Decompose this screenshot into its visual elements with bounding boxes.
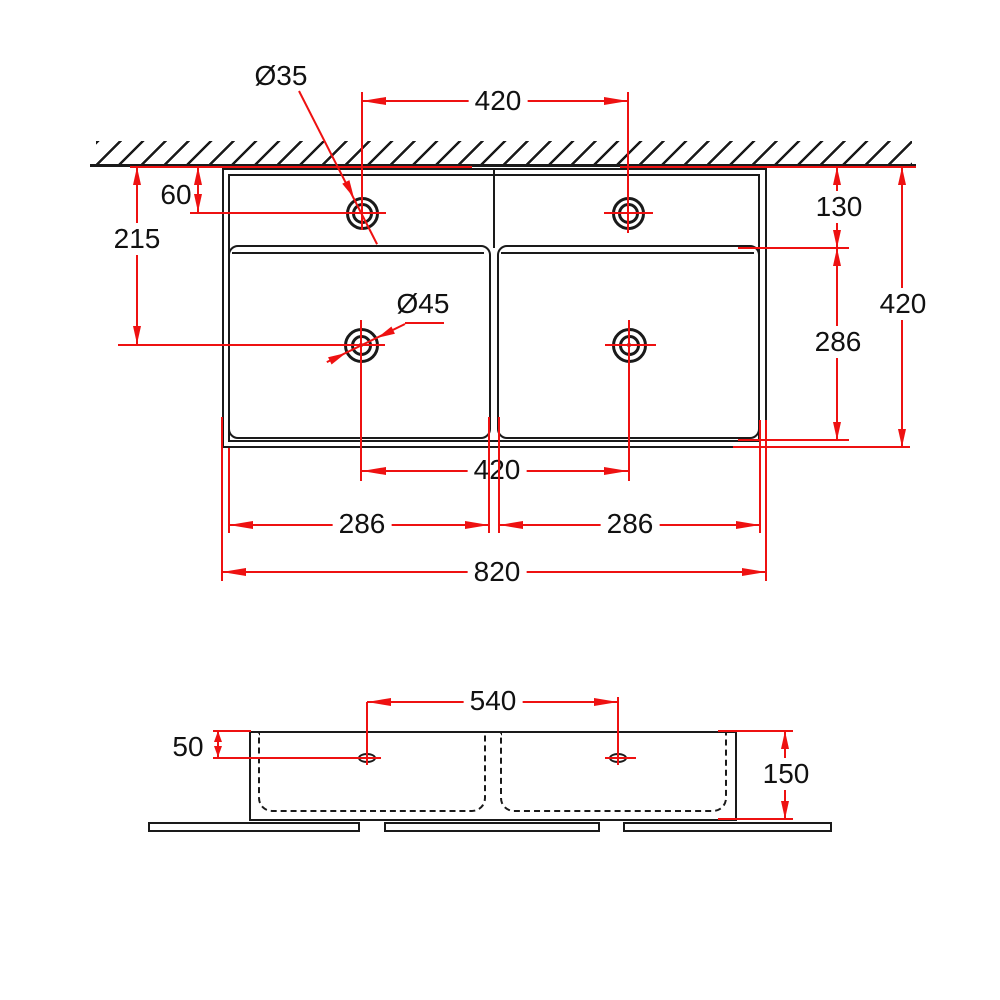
arrowhead — [213, 746, 222, 757]
centerline — [605, 344, 656, 346]
extension-line — [228, 448, 230, 533]
arrowhead — [222, 568, 246, 576]
dim-label-body-height: 150 — [756, 758, 816, 790]
centerline — [190, 212, 386, 214]
arrowhead — [832, 422, 841, 440]
extension-line — [738, 247, 849, 249]
extension-line — [759, 420, 761, 533]
extension-line — [213, 730, 251, 732]
arrowhead — [594, 698, 618, 706]
arrowhead — [132, 167, 141, 185]
extension-line — [497, 417, 500, 533]
dimension-line — [196, 167, 199, 212]
dimension-line — [135, 167, 138, 344]
dim-label-drain-spacing: 420 — [467, 454, 527, 486]
left-bowl-step-line — [232, 251, 484, 254]
front-left-bowl-hidden-line — [258, 733, 486, 812]
extension-line — [733, 446, 910, 448]
dim-label-left-bowl-width: 286 — [332, 508, 392, 540]
shelf-bar — [148, 822, 360, 832]
arrowhead — [832, 167, 841, 185]
arrowhead — [465, 521, 489, 529]
extension-line — [488, 417, 490, 533]
front-right-bowl-hidden-line — [500, 733, 727, 812]
centerline — [627, 92, 629, 233]
arrowhead — [367, 698, 391, 706]
basin-outer-outline — [222, 168, 767, 448]
shelf-bar — [623, 822, 832, 832]
arrowhead — [897, 429, 906, 447]
centerline — [118, 344, 385, 346]
dim-label-faucet-spacing: 420 — [468, 85, 528, 117]
extension-line — [718, 730, 793, 732]
centerline — [361, 92, 363, 230]
right-bowl-step-line — [501, 251, 754, 254]
dim-label-overall-depth: 420 — [873, 288, 933, 320]
dim-label-drain-offset: 215 — [107, 223, 167, 255]
dim-label-drain-diameter: Ø45 — [396, 288, 450, 319]
wall-hatching — [96, 141, 912, 164]
arrowhead — [229, 521, 253, 529]
dim-label-deck-depth: 130 — [809, 191, 869, 223]
arrowhead — [604, 467, 628, 475]
extension-line — [620, 165, 916, 168]
arrowhead — [780, 731, 789, 749]
arrowhead — [499, 521, 523, 529]
centerline — [360, 320, 362, 481]
centerline — [605, 757, 636, 759]
arrowhead — [604, 97, 628, 105]
leader-line — [405, 322, 444, 324]
extension-line — [213, 757, 381, 759]
centerline — [628, 320, 630, 481]
extension-line — [617, 697, 619, 765]
dim-label-overall-width: 820 — [467, 556, 527, 588]
arrowhead — [897, 167, 906, 185]
arrowhead — [832, 230, 841, 248]
arrowhead — [193, 194, 202, 212]
extension-line — [765, 420, 767, 581]
arrowhead — [362, 467, 386, 475]
arrowhead — [362, 97, 386, 105]
extension-line — [718, 818, 793, 820]
dimension-line — [216, 731, 219, 757]
arrowhead — [736, 521, 760, 529]
arrowhead — [193, 167, 202, 185]
extension-line — [366, 702, 368, 765]
dim-label-faucet-offset: 60 — [160, 179, 192, 210]
extension-line — [738, 439, 849, 441]
left-bowl-outline — [228, 245, 491, 439]
basin-center-divider — [492, 170, 495, 248]
arrowhead — [832, 248, 841, 266]
arrowhead — [132, 326, 141, 344]
wall-line — [90, 163, 916, 167]
dim-label-hole-offset: 50 — [172, 731, 204, 762]
dim-label-faucet-diameter: Ø35 — [254, 60, 308, 91]
arrowhead — [213, 731, 222, 742]
extension-line — [220, 417, 223, 581]
arrowhead — [780, 801, 789, 819]
arrowhead — [742, 568, 766, 576]
dim-label-bowl-depth: 286 — [808, 326, 868, 358]
front-body-outline — [249, 731, 737, 821]
extension-line — [130, 165, 472, 168]
dim-label-hole-spacing: 540 — [463, 685, 523, 717]
shelf-bar — [384, 822, 600, 832]
dim-label-right-bowl-width: 286 — [600, 508, 660, 540]
